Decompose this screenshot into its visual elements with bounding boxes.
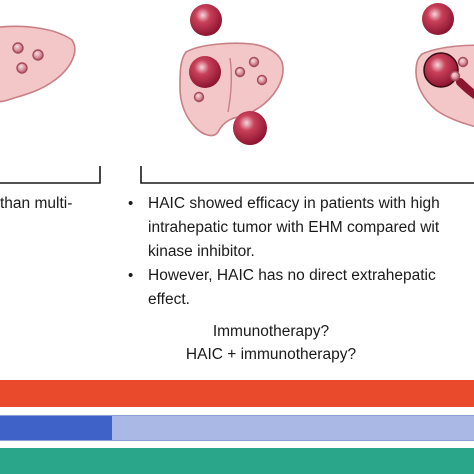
small-tumor: [449, 70, 461, 82]
question-haic-immunotherapy: HAIC + immunotherapy?: [185, 346, 357, 363]
small-tumor: [193, 91, 205, 103]
band-blue-dark-segment: [0, 416, 112, 440]
bullet-line: effect.: [148, 291, 190, 308]
small-tumor: [248, 56, 260, 68]
question-immunotherapy: Immunotherapy?: [212, 323, 330, 340]
small-tumor: [32, 49, 44, 61]
bracket-left: [0, 166, 101, 184]
bracket-middle: [140, 166, 474, 184]
bullet-list: HAIC showed efficacy in patients with hi…: [126, 192, 440, 312]
small-tumor: [12, 42, 24, 54]
vascular-invasion: [456, 78, 474, 100]
bullet-item: However, HAIC has no direct extrahepatic…: [126, 264, 440, 312]
liver-right: [415, 3, 474, 128]
small-tumor: [256, 74, 268, 86]
extrahepatic-tumor: [233, 111, 267, 145]
extrahepatic-tumor: [190, 4, 222, 36]
liver-left: [0, 25, 76, 103]
small-tumor: [234, 66, 246, 78]
bullet-line: kinase inhibitor.: [148, 243, 255, 260]
bullet-line: intrahepatic tumor with EHM compared wit: [148, 219, 440, 236]
band-red: [0, 380, 474, 407]
small-tumor: [16, 62, 28, 74]
liver-middle: [179, 4, 284, 145]
bullet-line: HAIC showed efficacy in patients with hi…: [148, 195, 440, 212]
band-blue: [0, 415, 474, 441]
bullet-line: However, HAIC has no direct extrahepatic: [148, 267, 436, 284]
large-tumor: [423, 52, 459, 88]
bullet-item: HAIC showed efficacy in patients with hi…: [126, 192, 440, 264]
small-tumor: [457, 56, 469, 68]
extrahepatic-tumor: [422, 3, 454, 35]
large-tumor: [189, 56, 221, 88]
band-teal: [0, 448, 474, 474]
left-text-fragment: than multi-: [0, 195, 73, 212]
